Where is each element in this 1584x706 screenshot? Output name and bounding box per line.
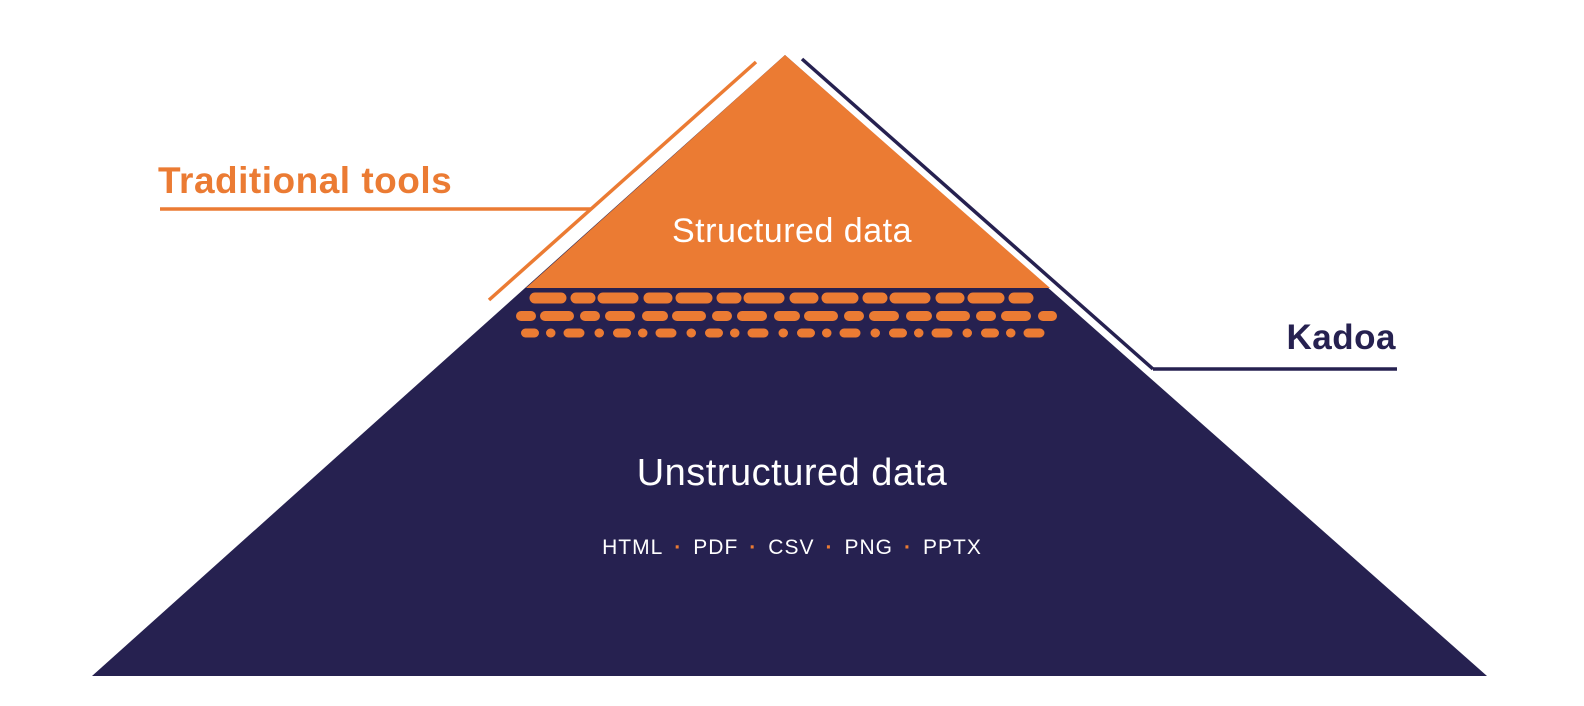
format-separator: ·: [674, 536, 683, 559]
unstructured-pyramid-shape: [92, 55, 1487, 676]
format-separator: ·: [904, 536, 912, 559]
unstructured-data-label: Unstructured data: [636, 452, 948, 494]
format-separator: ·: [749, 536, 758, 559]
format-item: PNG: [844, 536, 893, 559]
dotted-transition-band: [505, 292, 1057, 338]
format-item: PPTX: [923, 536, 982, 559]
traditional-tools-label: Traditional tools: [158, 160, 453, 201]
format-separator: ·: [825, 536, 834, 559]
format-item: HTML: [602, 536, 664, 559]
format-item: CSV: [768, 536, 815, 559]
formats-list: HTML · PDF · CSV · PNG · PPTX: [0, 536, 1584, 560]
traditional-tools-pointer-line: [160, 60, 758, 302]
kadoa-label: Kadoa: [1286, 318, 1396, 357]
structured-data-label: Structured data: [672, 212, 912, 250]
format-item: PDF: [693, 536, 739, 559]
kadoa-pointer-line: [800, 57, 1397, 371]
structured-triangle-shape: [526, 55, 1050, 288]
